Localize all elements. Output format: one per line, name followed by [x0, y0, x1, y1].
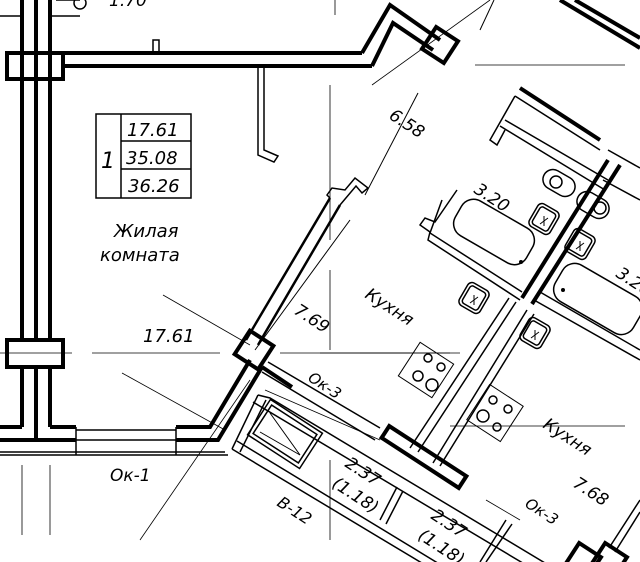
kitchen-partition	[378, 297, 535, 491]
labels: 1.70 1 17.61 35.08 36.26 Жилая комната 1…	[100, 0, 640, 562]
bathroom-right-area: 3.20	[612, 263, 640, 300]
door-mark: В-12	[274, 492, 315, 528]
left-column-walls	[0, 0, 87, 440]
total-area-balcony-value: 36.26	[128, 176, 180, 197]
stove-left	[397, 341, 455, 399]
room-area-table	[95, 113, 192, 199]
bathroom-left-area: 3.20	[470, 179, 513, 216]
kitchen-left-area: 7.69	[290, 300, 333, 337]
bathroom-right	[519, 149, 640, 361]
living-area-value: 17.61	[127, 120, 179, 141]
window-mark-living: Ок-1	[110, 466, 151, 486]
window-mark-kitchen-left: Ок-3	[305, 368, 345, 403]
living-room-name-line1: Жилая	[113, 221, 179, 242]
living-room-area: 17.61	[143, 326, 195, 347]
axis-lines	[0, 0, 625, 541]
total-area-value: 35.08	[126, 148, 178, 169]
stove-right	[466, 383, 524, 443]
kitchen-right-name: Кухня	[539, 414, 595, 460]
room-number: 1	[101, 149, 115, 174]
dimension-lines	[254, 0, 495, 351]
kitchen-left-name: Кухня	[361, 284, 417, 330]
top-fragment-label: 1.70	[109, 0, 147, 11]
window-mark-kitchen-right: Ок-3	[522, 494, 562, 529]
bottom-wall	[0, 358, 264, 456]
kitchen-right-area: 7.68	[569, 473, 612, 510]
bathroom-left	[418, 86, 609, 315]
top-wall	[63, 0, 640, 163]
hall-dimension: 6.58	[385, 105, 428, 142]
living-room-name-line2: комната	[100, 245, 180, 266]
kitchen-left-wall	[231, 176, 381, 441]
balcony	[231, 394, 640, 562]
